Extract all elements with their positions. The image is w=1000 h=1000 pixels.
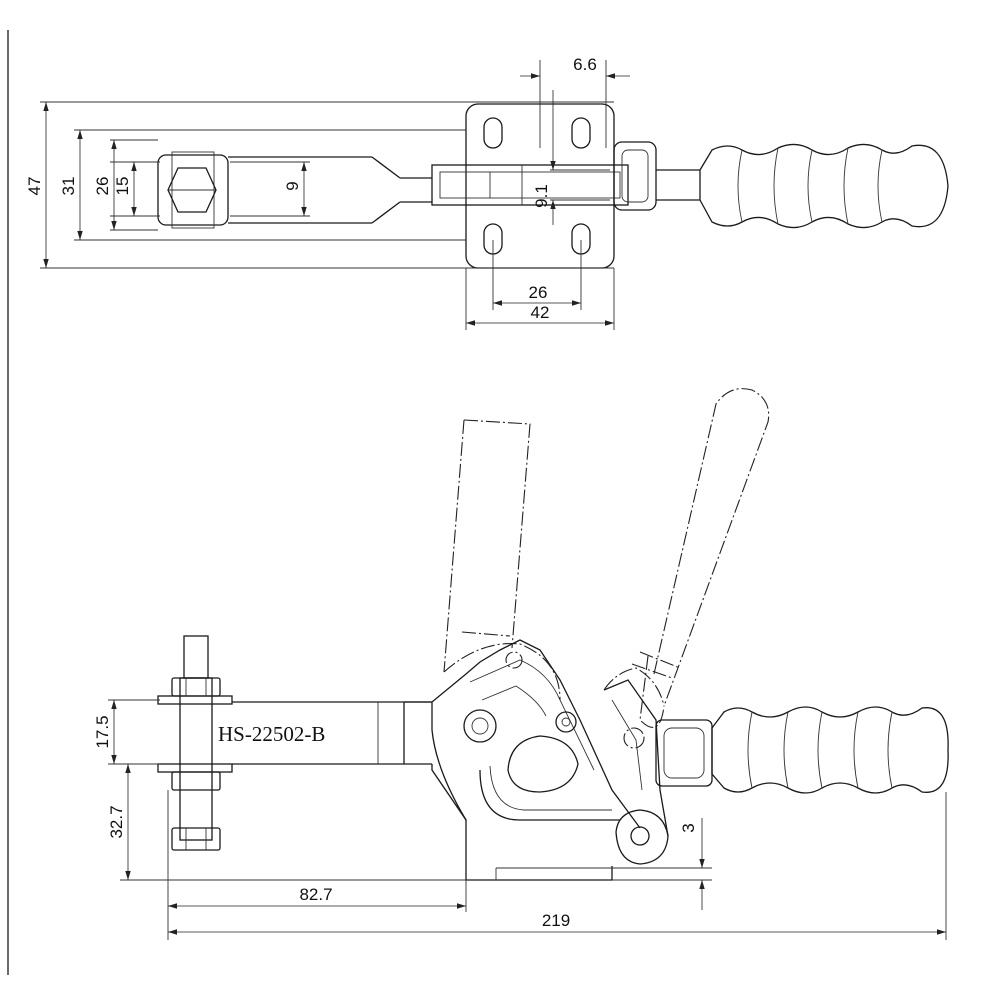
clamp-arm: [232, 701, 432, 765]
dim-text-3: 3: [679, 823, 698, 832]
dim-text-31: 31: [59, 177, 78, 196]
clamp-body: [404, 639, 669, 881]
dim-text-82-7: 82.7: [299, 885, 332, 904]
dim-text-9-1: 9.1: [532, 184, 551, 208]
top-arm: [228, 156, 432, 224]
side-extension-lines: [108, 699, 947, 940]
closed-handle: [655, 706, 949, 794]
phantom-open-handle: [603, 388, 770, 728]
top-base-plate: [431, 103, 629, 269]
dim-text-15: 15: [113, 177, 132, 196]
dim-text-17-5: 17.5: [93, 715, 112, 748]
dim-text-6-6: 6.6: [573, 55, 597, 74]
top-spindle-holder: [157, 151, 229, 229]
top-handle: [613, 141, 949, 229]
dim-text-42: 42: [531, 303, 550, 322]
part-label: HS-22502-B: [218, 722, 325, 746]
dim-text-26-horizontal: 26: [529, 283, 548, 302]
dim-text-26-vertical: 26: [93, 177, 112, 196]
dim-text-47: 47: [25, 177, 44, 196]
side-view: HS-22502-B: [93, 388, 949, 940]
top-extension-lines: [40, 60, 615, 330]
dim-text-32-7: 32.7: [107, 805, 126, 838]
dim-text-9: 9: [283, 181, 302, 190]
phantom-open-arm: [443, 419, 561, 701]
top-view: 47 31 26 15 9 9.1 6.6 26 42: [25, 55, 949, 330]
dim-text-219: 219: [542, 911, 570, 930]
